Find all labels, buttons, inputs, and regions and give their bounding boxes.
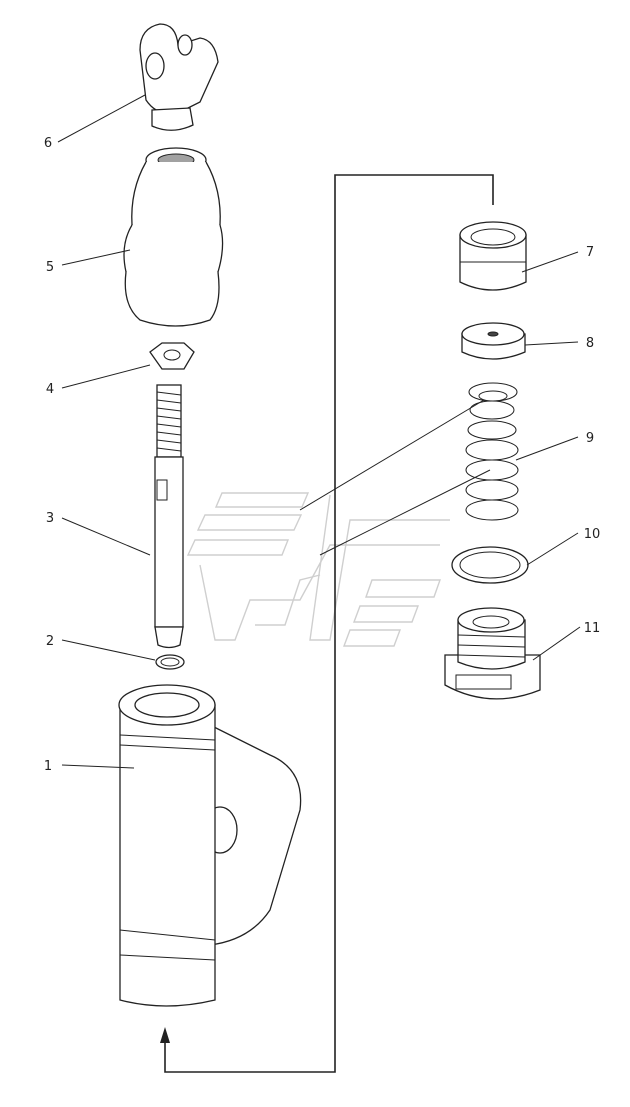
callout-3: 3 <box>46 511 54 526</box>
callout-2: 2 <box>46 634 54 649</box>
part-6-clevis <box>139 23 219 131</box>
callout-11: 11 <box>584 621 601 636</box>
callout-6: 6 <box>44 136 52 151</box>
callout-8: 8 <box>586 336 594 351</box>
part-2-o-ring <box>155 654 185 670</box>
part-3-push-rod <box>154 384 184 649</box>
callout-10: 10 <box>584 527 601 542</box>
flow-line <box>164 174 494 1073</box>
part-4-hex-nut <box>149 342 195 370</box>
part-7-cap <box>459 221 527 291</box>
flow-arrow-icon <box>160 1027 170 1043</box>
part-5-rubber-boot <box>123 147 224 327</box>
part-9-spring <box>465 382 519 521</box>
callout-1: 1 <box>44 759 52 774</box>
part-8-washer <box>461 322 526 360</box>
callout-7: 7 <box>586 245 594 260</box>
callout-5: 5 <box>46 260 54 275</box>
part-10-seal-ring <box>451 546 529 584</box>
leader-lines <box>57 94 581 769</box>
callout-4: 4 <box>46 382 54 397</box>
part-11-threaded-plug <box>444 607 541 700</box>
callout-9: 9 <box>586 431 594 446</box>
part-1-cylinder-body <box>118 684 302 1007</box>
watermark-logo <box>186 492 450 647</box>
